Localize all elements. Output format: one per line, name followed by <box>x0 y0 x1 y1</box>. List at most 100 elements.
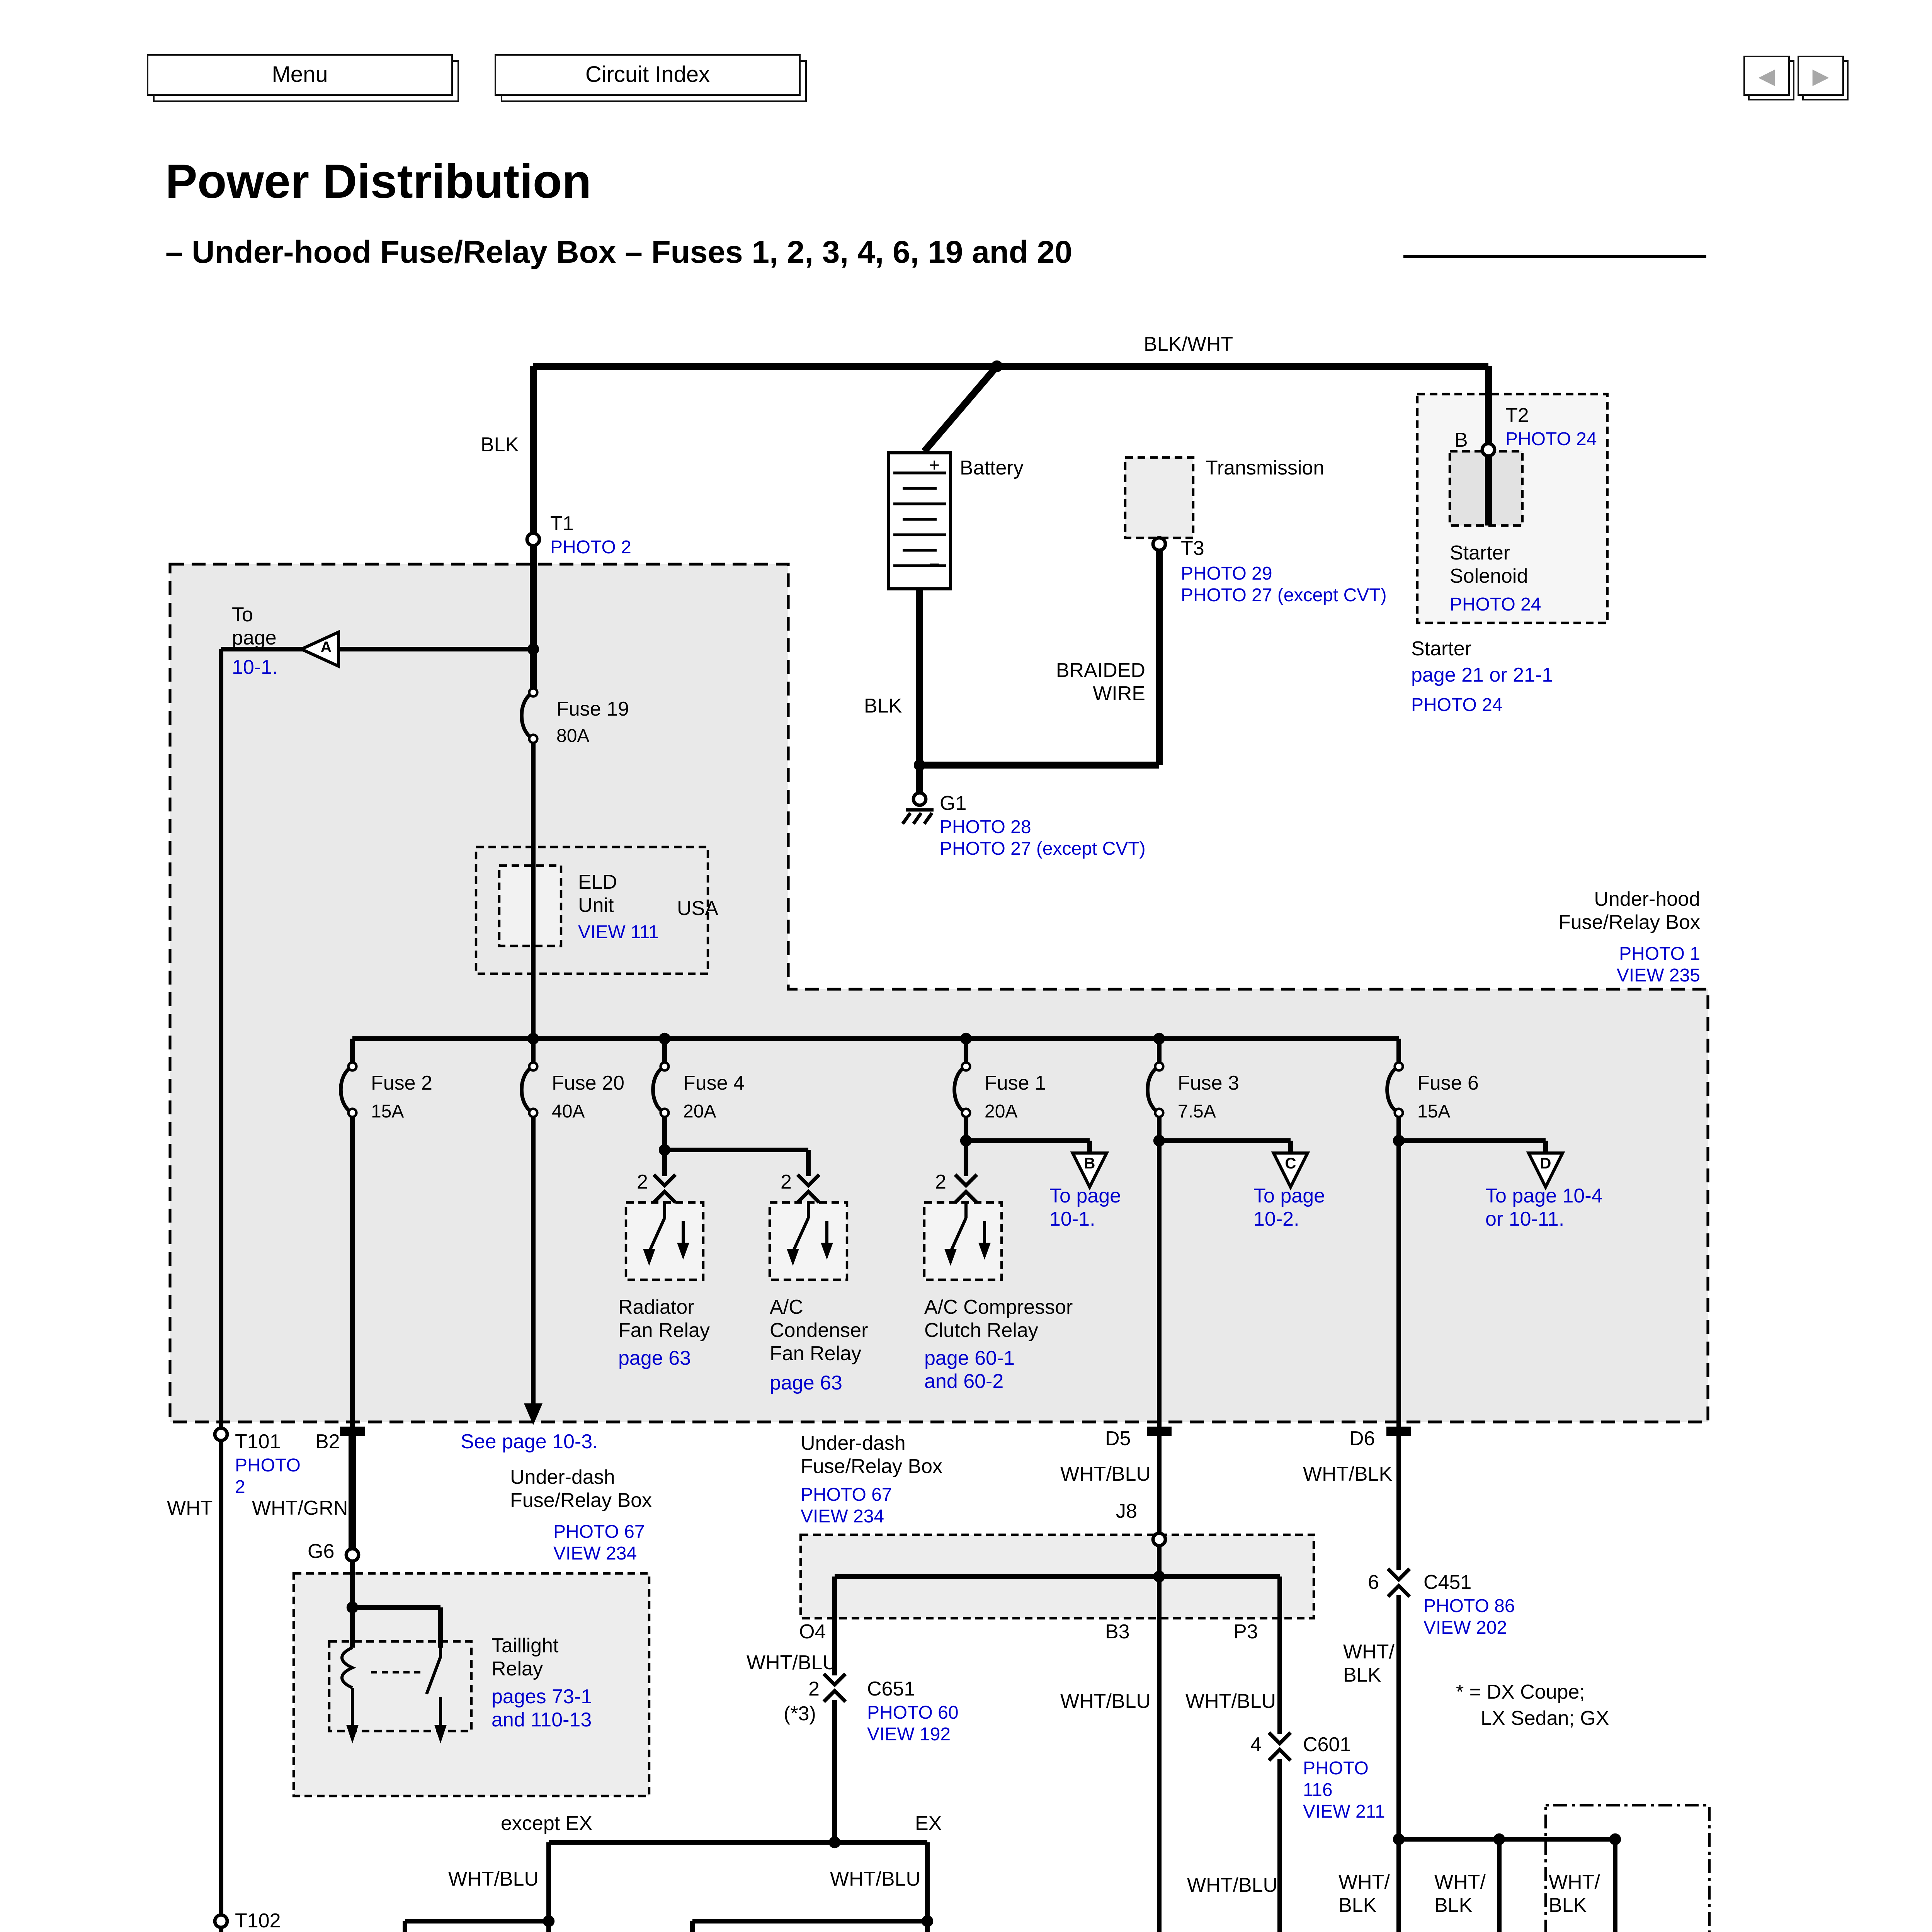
next-arrow-icon: ▶ <box>1812 63 1829 87</box>
fuse20-label: Fuse 20 <box>552 1071 624 1094</box>
to-page-c-link[interactable]: To page 10-2. <box>1253 1184 1325 1231</box>
triangle-b <box>1070 1151 1109 1190</box>
underhood-fuse-box-region <box>168 563 1709 1423</box>
underdash-left-label: Under-dash Fuse/Relay Box <box>510 1465 652 1512</box>
next-page-button-top[interactable]: ▶ <box>1798 56 1844 96</box>
t1-photo-ref[interactable]: PHOTO 2 <box>550 536 631 558</box>
underhood-box-label: Under-hood Fuse/Relay Box <box>1558 887 1700 934</box>
to-page-b-link[interactable]: To page 10-1. <box>1049 1184 1121 1231</box>
eld-unit-label: ELD Unit <box>578 870 617 917</box>
see-page-10-3-link[interactable]: See page 10-3. <box>461 1430 598 1453</box>
wires <box>219 363 1617 1932</box>
c651-label: C651 <box>867 1677 915 1700</box>
fuse1-label: Fuse 1 <box>985 1071 1046 1094</box>
relay-internals <box>340 1202 986 1725</box>
triangle-d-letter: D <box>1540 1156 1551 1173</box>
g1-photo-refs[interactable]: PHOTO 28 PHOTO 27 (except CVT) <box>940 816 1146 860</box>
battery-label: Battery <box>960 456 1024 479</box>
t102-label: T102 <box>235 1909 281 1932</box>
battery-minus: − <box>929 553 940 575</box>
dx-note-line2: LX Sedan; GX <box>1481 1706 1609 1730</box>
underdash-center-refs[interactable]: PHOTO 67 VIEW 234 <box>801 1484 892 1527</box>
to-page-a-link[interactable]: 10-1. <box>232 655 278 679</box>
usa-label: USA <box>677 896 718 920</box>
blk-wht-wire-label: BLK/WHT <box>1144 332 1233 355</box>
triangle-d <box>1526 1151 1565 1190</box>
page-subtitle: – Under-hood Fuse/Relay Box – Fuses 1, 2… <box>165 235 1072 270</box>
page-title: Power Distribution <box>165 155 592 209</box>
c651-refs[interactable]: PHOTO 60 VIEW 192 <box>867 1702 959 1745</box>
condenser-relay-page-ref[interactable]: page 63 <box>770 1371 842 1394</box>
fuse19-amp: 80A <box>556 725 590 747</box>
c451-refs[interactable]: PHOTO 86 VIEW 202 <box>1423 1595 1515 1639</box>
to-page-d-link[interactable]: To page 10-4 or 10-11. <box>1485 1184 1603 1231</box>
t2-terminal <box>1480 442 1497 458</box>
see-page-arrow <box>524 1403 543 1425</box>
fuse2-label: Fuse 2 <box>371 1071 432 1094</box>
c451-label: C451 <box>1423 1570 1472 1594</box>
wht-grn-wire-label: WHT/GRN <box>252 1496 348 1519</box>
compressor-relay-label: A/C Compressor Clutch Relay <box>924 1295 1073 1342</box>
gx-region-box <box>1544 1804 1711 1932</box>
g1-label: G1 <box>940 791 967 815</box>
g6-label: G6 <box>308 1539 335 1563</box>
t101-photo-ref[interactable]: PHOTO 2 <box>235 1454 301 1498</box>
page-reference-triangles[interactable] <box>298 629 1565 1190</box>
injector-wire-label: WHT/ BLK <box>1549 1870 1600 1917</box>
fuse19-label: Fuse 19 <box>556 697 629 720</box>
c451-pin: 6 <box>1368 1570 1379 1594</box>
b3-wire-label: WHT/BLU <box>1060 1689 1151 1713</box>
underdash-left-refs[interactable]: PHOTO 67 VIEW 234 <box>553 1521 645 1565</box>
t3-terminal <box>1151 536 1167 552</box>
starter-photo-ref[interactable]: PHOTO 24 <box>1411 694 1503 716</box>
fuse4-amp: 20A <box>683 1100 716 1122</box>
starter-page-ref[interactable]: page 21 or 21-1 <box>1411 663 1553 686</box>
b3-label: B3 <box>1105 1620 1130 1643</box>
connector-symbols <box>652 1173 1411 1762</box>
c601-refs[interactable]: PHOTO 116 VIEW 211 <box>1303 1757 1385 1823</box>
t101-terminal <box>213 1426 229 1442</box>
ex-label: EX <box>915 1811 942 1835</box>
dx-note-line1: * = DX Coupe; <box>1456 1680 1585 1703</box>
except-ex-label: except EX <box>501 1811 593 1835</box>
t3-label: T3 <box>1181 536 1204 560</box>
starter-solenoid-photo-ref[interactable]: PHOTO 24 <box>1450 594 1541 615</box>
d5-label: D5 <box>1105 1427 1131 1450</box>
taillight-relay-pages-ref[interactable]: pages 73-1 and 110-13 <box>492 1685 592 1731</box>
b-terminal-label: B <box>1454 428 1468 451</box>
radiator-relay-page-ref[interactable]: page 63 <box>618 1346 691 1369</box>
c651-pin: 2 <box>808 1677 820 1700</box>
t102-terminal <box>213 1913 229 1929</box>
battery-plus: + <box>929 454 940 476</box>
fuse6-amp: 15A <box>1417 1100 1451 1122</box>
prev-page-button-top[interactable]: ◀ <box>1743 56 1790 96</box>
eld-unit-view-ref[interactable]: VIEW 111 <box>578 921 659 943</box>
junction-dots <box>346 360 1621 1927</box>
t2-photo-ref[interactable]: PHOTO 24 <box>1505 428 1597 450</box>
g1-terminal <box>912 791 928 807</box>
compressor-clutch-relay-box <box>923 1201 1003 1281</box>
j8-label: J8 <box>1116 1499 1137 1522</box>
starter-label: Starter <box>1411 637 1472 660</box>
to-page-a-text: To page <box>232 603 277 650</box>
triangle-a <box>298 629 340 669</box>
circuit-index-button-top-label: Circuit Index <box>585 63 710 87</box>
wht-wire-label: WHT <box>167 1496 213 1519</box>
transmission-box <box>1124 456 1195 539</box>
menu-button-top[interactable]: Menu <box>147 54 453 96</box>
j8-terminal <box>1151 1531 1167 1548</box>
underhood-box-refs[interactable]: PHOTO 1 VIEW 235 <box>1616 943 1700 986</box>
triangle-c-letter: C <box>1285 1156 1296 1173</box>
compressor-relay-page-ref[interactable]: page 60-1 and 60-2 <box>924 1346 1015 1393</box>
fuse20-amp: 40A <box>552 1100 585 1122</box>
t3-photo-refs[interactable]: PHOTO 29 PHOTO 27 (except CVT) <box>1181 563 1387 606</box>
t101-label: T101 <box>235 1430 281 1453</box>
radiator-relay-pin: 2 <box>637 1170 648 1193</box>
circuit-index-button-top[interactable]: Circuit Index <box>495 54 801 96</box>
b2-label: B2 <box>315 1430 340 1453</box>
triangle-b-letter: B <box>1084 1156 1095 1173</box>
d5-wire-label: WHT/BLU <box>1060 1462 1151 1485</box>
t1-label: T1 <box>550 512 574 535</box>
